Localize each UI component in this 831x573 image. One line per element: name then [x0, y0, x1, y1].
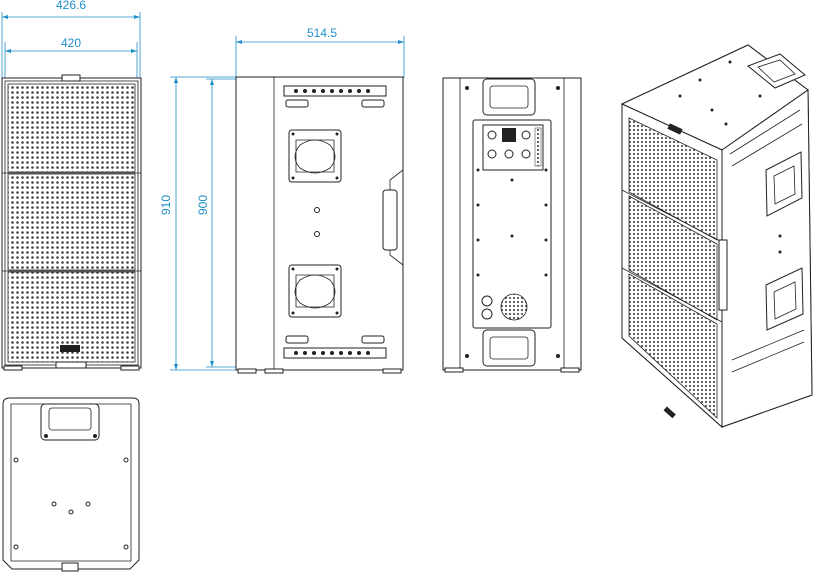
overall-width-label: 426.6 — [56, 0, 86, 12]
dimension-overall-width: 426.6 — [1, 0, 141, 80]
front-view — [1, 74, 142, 371]
mount-point — [314, 207, 320, 213]
handle-bottom — [288, 264, 342, 318]
display-screen — [502, 128, 516, 142]
power-connector — [481, 295, 493, 307]
xlr-connector — [521, 149, 531, 159]
rigging-strip-top — [283, 85, 387, 108]
logo-plate — [60, 345, 80, 352]
rear-handle-top — [482, 78, 536, 116]
front-badge — [55, 361, 87, 369]
knob — [521, 130, 531, 140]
iso-side-handle — [718, 239, 728, 311]
dimension-cabinet-width: 420 — [4, 36, 138, 80]
cabinet-width-label: 420 — [61, 36, 81, 50]
power-connector — [481, 308, 493, 320]
dimension-depth: 514.5 — [235, 26, 405, 78]
top-view — [2, 397, 140, 572]
amplifier-panel — [472, 119, 552, 329]
top-handle-grip — [40, 403, 100, 441]
xlr-connector — [487, 149, 497, 159]
handle-top — [288, 129, 342, 183]
dimension-cabinet-height: 900 — [196, 78, 238, 368]
top-handle — [61, 74, 81, 82]
rear-handle-bottom — [482, 329, 536, 367]
depth-label: 514.5 — [307, 26, 337, 40]
isometric-view — [620, 44, 813, 429]
iso-handle-lower — [765, 267, 804, 331]
xlr-connector — [504, 149, 514, 159]
rigging-strip-bottom — [283, 335, 387, 359]
side-view — [235, 76, 404, 374]
rear-view — [442, 77, 582, 373]
iso-top-handle — [747, 53, 806, 89]
grille-middle — [7, 173, 136, 271]
cabinet-height-label: 900 — [196, 195, 210, 215]
overall-height-label: 910 — [159, 195, 173, 215]
rear-bracket — [61, 562, 79, 572]
cooling-fan — [500, 293, 528, 321]
dimension-overall-height: 910 — [159, 76, 238, 371]
iso-side-face — [721, 89, 813, 428]
mount-point — [314, 231, 320, 237]
grille-top — [7, 83, 136, 173]
xlr-connector — [487, 130, 497, 140]
